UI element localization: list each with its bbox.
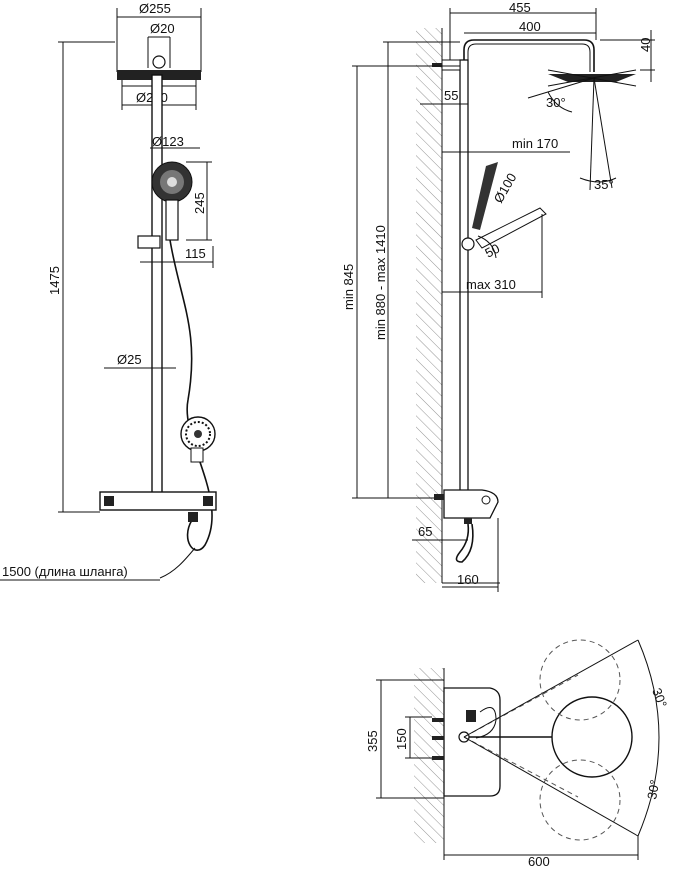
top-view: 30° 30° 355 150 600 bbox=[365, 639, 670, 869]
top-head-center bbox=[551, 696, 633, 778]
holder-max-label: max 310 bbox=[466, 277, 516, 292]
head-diameter-label: Ø255 bbox=[139, 1, 171, 16]
head-height-label: 40 bbox=[638, 38, 653, 52]
shower-arm bbox=[463, 39, 595, 72]
side-hand-shower bbox=[461, 162, 547, 251]
front-view: Ø255 Ø20 Ø200 Ø123 245 115 bbox=[0, 1, 217, 581]
min-height-label: min 845 bbox=[341, 264, 356, 310]
total-height-label: 1475 bbox=[47, 266, 62, 295]
holder-min-label: min 170 bbox=[512, 136, 558, 151]
bracket-inner-label: 150 bbox=[394, 728, 409, 750]
holder-angle-label: 50 bbox=[482, 241, 502, 261]
hose-length-label: 1500 (длина шланга) bbox=[2, 564, 128, 579]
top-wall-hatch bbox=[414, 668, 444, 843]
holder-offset-label: 115 bbox=[185, 246, 206, 261]
bar-diameter-label: Ø25 bbox=[117, 352, 142, 367]
arm-reach-label: 400 bbox=[519, 19, 541, 34]
hand-shower-diameter-label: Ø123 bbox=[152, 134, 184, 149]
base-depth-label: 160 bbox=[457, 572, 479, 587]
wall-hatch bbox=[416, 28, 442, 583]
spray-angle-label: 35° bbox=[594, 177, 614, 192]
arm-reach-total-label: 455 bbox=[509, 0, 531, 15]
swing-angle-upper-label: 30° bbox=[649, 686, 670, 710]
base-offset-label: 65 bbox=[418, 524, 432, 539]
side-view: 455 400 40 30° 35° 55 min 170 Ø100 50 bbox=[341, 0, 655, 592]
height-range-label: min 880 - max 1410 bbox=[373, 225, 388, 340]
head-tilt-label: 30° bbox=[546, 95, 566, 110]
swing-angle-lower-label: 30° bbox=[644, 779, 662, 801]
arm-diameter-label: Ø20 bbox=[150, 21, 175, 36]
side-thermostat bbox=[434, 489, 499, 563]
bracket-height-label: 355 bbox=[365, 730, 380, 752]
arm-length-label: 600 bbox=[528, 854, 550, 869]
hand-shower-height-label: 245 bbox=[192, 192, 207, 214]
thermostat-body bbox=[99, 491, 217, 511]
hand-diameter-label: Ø100 bbox=[491, 170, 520, 205]
wall-offset-label: 55 bbox=[444, 88, 458, 103]
side-shower-head bbox=[547, 69, 637, 87]
